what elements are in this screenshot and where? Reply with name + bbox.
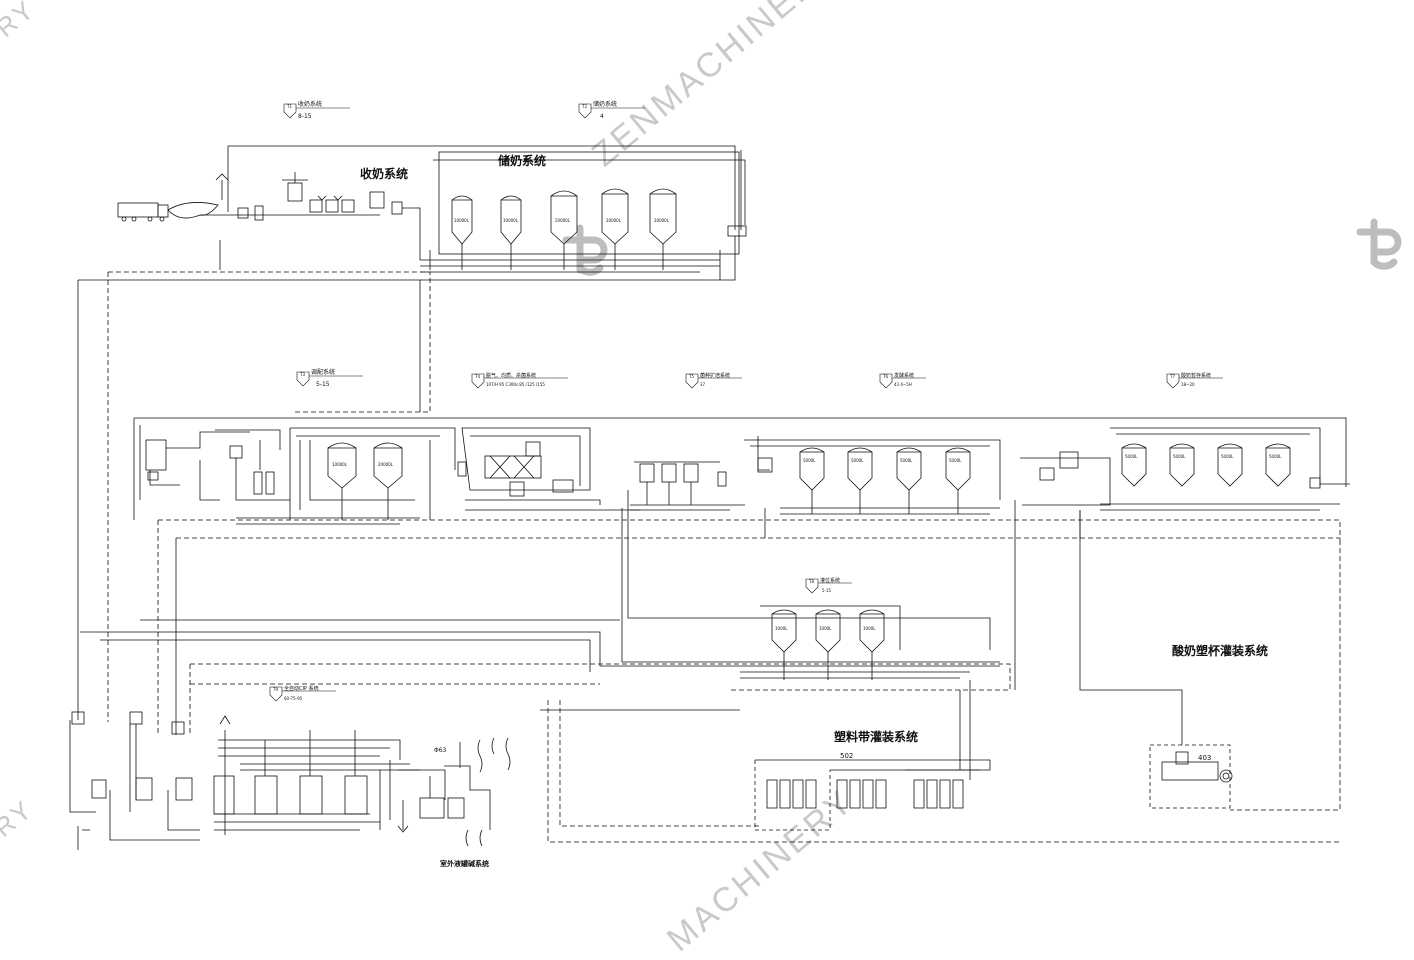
mixing-tank-label: 10000L: [332, 462, 348, 467]
header-sub-T7: 18~20: [1181, 382, 1195, 387]
header-title-T5: 菌种扩培系统: [700, 372, 730, 379]
ferment-tank-label: 5000L: [900, 458, 913, 463]
yogurt-tank-label: 5000L: [1221, 454, 1234, 459]
header-tag-T2: T2: [581, 104, 587, 109]
filling-tank-label: 1000L: [863, 626, 876, 631]
tanker-truck-icon: [117, 202, 219, 222]
section-header-tags: [269, 103, 1223, 702]
header-sub-T9: 60-75-95: [284, 696, 303, 701]
ferment-tank-label: 5000L: [949, 458, 962, 463]
header-title-T9: 全自动CIP 系统: [284, 685, 319, 692]
label-outdoor-system: 室外液罐碱系统: [440, 859, 489, 868]
header-tag-T3: T3: [299, 372, 305, 377]
yogurt-tank-label: 5000L: [1173, 454, 1186, 459]
yogurt-tank-label: 5000L: [1269, 454, 1282, 459]
yogurt-tank-label: 5000L: [1125, 454, 1138, 459]
header-tag-T5: T5: [688, 374, 694, 379]
filling-tank-label: 1000L: [775, 626, 788, 631]
header-sub-T5: 37: [700, 382, 706, 387]
number-phi63: Φ63: [434, 747, 447, 754]
storage-tank-label: 20000L: [654, 218, 670, 223]
header-title-T2: 储奶系统: [593, 100, 617, 108]
header-sub-T8: 5-15: [822, 588, 832, 593]
header-tag-T1: T1: [286, 104, 292, 109]
label-storage-system: 储奶系统: [498, 153, 546, 168]
storage-tank-label: 10000L: [503, 218, 519, 223]
label-plastic-bag-filling: 塑料带灌装系统: [834, 729, 918, 744]
header-title-T3: 调配系统: [311, 368, 335, 376]
logo-mark-right: [1356, 218, 1402, 270]
header-tag-T7: T7: [1169, 374, 1175, 379]
label-receiving-system: 收奶系统: [360, 166, 408, 181]
label-yogurt-cup-filling: 酸奶塑杯灌装系统: [1172, 643, 1268, 658]
header-title-T7: 酸奶暂存系统: [1181, 372, 1211, 379]
header-tag-T6: T6: [882, 374, 888, 379]
header-title-T4: 脱气、均质、杀菌系统: [486, 372, 536, 379]
header-title-T1: 收奶系统: [298, 100, 322, 108]
storage-tank-label: 20000L: [606, 218, 622, 223]
header-tag-T9: T9: [272, 687, 278, 692]
number-502: 502: [840, 752, 853, 760]
header-sub-T2: 4: [600, 113, 604, 120]
filling-tank-label: 1000L: [819, 626, 832, 631]
header-sub-T1: 8-15: [298, 113, 312, 120]
logo-mark-center: [562, 224, 608, 276]
number-403: 403: [1198, 754, 1211, 762]
header-tag-T4: T4: [474, 374, 480, 379]
storage-tank-label: 20000L: [555, 218, 571, 223]
ferment-tank-label: 5000L: [803, 458, 816, 463]
storage-tanks: [451, 188, 677, 245]
header-sub-T3: 5-15: [316, 381, 330, 388]
mixing-tank-label: 20000L: [378, 462, 394, 467]
storage-tank-label: 10000L: [454, 218, 470, 223]
header-title-T8: 灌位系统: [820, 577, 840, 584]
header-sub-T4: 10T/H 95 C300s 85 /125 /155: [486, 382, 545, 387]
ferment-tank-label: 5000L: [851, 458, 864, 463]
header-tag-T8: T8: [808, 579, 814, 584]
header-sub-T6: 43 4~5H: [894, 382, 912, 387]
header-title-T6: 发酵系统: [894, 372, 914, 379]
